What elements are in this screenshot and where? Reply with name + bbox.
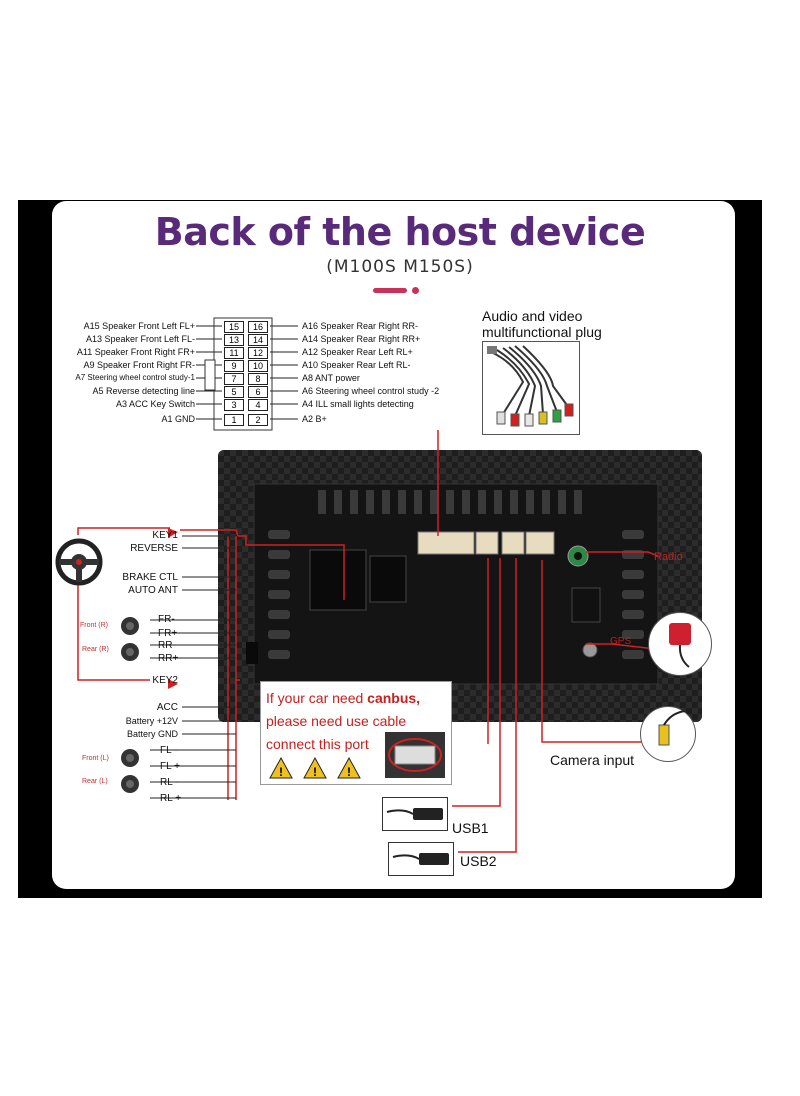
usb2-image [388, 842, 454, 876]
wire-key2: KEY2 [152, 675, 178, 686]
wire-battery-12v: Battery +12V [125, 716, 178, 726]
radio-label: Radio [654, 551, 683, 563]
pin-label-a4: A4 ILL small lights detecting [302, 399, 414, 409]
pin-7: 7 [224, 373, 244, 385]
harness-connector: 15 16 13 14 11 12 9 10 7 8 5 6 3 4 1 2 [222, 320, 272, 428]
pin-label-a12: A12 Speaker Rear Left RL+ [302, 347, 413, 357]
canbus-port-icon [385, 732, 445, 778]
canbus-line2: please need use cable [266, 713, 407, 729]
pin-label-a1: A1 GND [161, 414, 195, 424]
svg-text:!: ! [313, 765, 317, 779]
pin-label-a2: A2 B+ [302, 414, 327, 424]
av-plug-title-line1: Audio and video [482, 308, 583, 324]
speaker-tag-rear-l: Rear (L) [82, 778, 108, 785]
canbus-line3: connect this port [266, 736, 369, 752]
pin-3: 3 [224, 399, 244, 411]
svg-text:!: ! [347, 765, 351, 779]
wire-fr-minus: FR- [158, 614, 175, 625]
pin-label-a9: A9 Speaker Front Right FR- [83, 360, 195, 370]
page-title: Back of the host device [154, 210, 646, 254]
divider-dot [412, 287, 419, 294]
pin-label-a6: A6 Steering wheel control study -2 [302, 386, 440, 396]
camera-input-label: Camera input [550, 752, 635, 768]
head-unit-texture [218, 450, 702, 722]
usb-cable-icon [386, 808, 443, 820]
canbus-bold: canbus, [367, 690, 421, 706]
av-plug-title-line2: multifunctional plug [482, 324, 602, 340]
svg-text:!: ! [279, 765, 283, 779]
pin-label-a15: A15 Speaker Front Left FL+ [83, 321, 195, 331]
av-plug-image [482, 341, 580, 435]
wire-rr-minus: RR- [158, 640, 176, 651]
rca-cables-icon [487, 345, 574, 427]
warning-icons: ! ! ! [269, 756, 361, 779]
pin-label-a8: A8 ANT power [302, 373, 360, 383]
speaker-tag-rear-r: Rear (R) [82, 646, 109, 653]
pin-label-a3: A3 ACC Key Switch [115, 399, 195, 409]
wire-rr-plus: RR+ [158, 653, 179, 664]
pin-16: 16 [248, 321, 268, 333]
wire-fl-plus: FL + [160, 761, 180, 772]
wire-fr-plus: FR+ [158, 628, 178, 639]
speaker-tag-front-l: Front (L) [82, 755, 109, 762]
pin-14: 14 [248, 334, 268, 346]
wire-fl-minus: FL - [160, 745, 178, 756]
pin-2: 2 [248, 414, 268, 426]
av-plug-title: Audio and video multifunctional plug [482, 308, 602, 340]
usb1-image [382, 797, 448, 831]
pin-6: 6 [248, 386, 268, 398]
canbus-line1-text: If your car need [266, 690, 368, 706]
pin-label-a5: A5 Reverse detecting line [92, 386, 195, 396]
pin-label-a13: A13 Speaker Front Left FL- [85, 334, 195, 344]
speaker-icons-left [121, 749, 139, 793]
speaker-tag-front-r: Front (R) [80, 622, 108, 629]
wire-acc: ACC [156, 702, 178, 713]
model-subtitle: (M100S M150S) [326, 257, 474, 277]
wire-rl-minus: RL - [160, 777, 179, 788]
rca-yellow-icon [658, 710, 686, 746]
pin-9: 9 [224, 360, 244, 372]
pin-label-a11: A11 Speaker Front Right FR+ [76, 347, 195, 357]
pin-15: 15 [224, 321, 244, 333]
speaker-icons-right [121, 617, 139, 661]
wire-brake: BRAKE CTL [122, 572, 178, 583]
camera-plug-image [640, 706, 696, 762]
pin-11: 11 [224, 347, 244, 359]
pin-label-a16: A16 Speaker Rear Right RR- [302, 321, 419, 331]
gps-antenna-icon [669, 623, 691, 668]
head-unit-back [218, 450, 702, 722]
divider-dash [373, 288, 407, 293]
pin-8: 8 [248, 373, 268, 385]
wire-auto-ant: AUTO ANT [128, 585, 178, 596]
pin-13: 13 [224, 334, 244, 346]
wire-rl-plus: RL + [160, 793, 182, 804]
canbus-note-box: If your car need canbus, please need use… [260, 681, 452, 785]
pin-label-a14: A14 Speaker Rear Right RR+ [302, 334, 421, 344]
usb-cable-icon [392, 853, 449, 865]
steering-wheel-icon [55, 538, 103, 586]
pin-5: 5 [224, 386, 244, 398]
usb1-label: USB1 [452, 820, 489, 836]
gps-label: GPS [610, 636, 632, 647]
pin-label-a7: A7 Steering wheel control study-1 [75, 373, 195, 382]
pin-label-a10: A10 Speaker Rear Left RL- [302, 360, 411, 370]
wire-key1: KEY1 [152, 530, 178, 541]
pin-4: 4 [248, 399, 268, 411]
pin-12: 12 [248, 347, 268, 359]
pin-10: 10 [248, 360, 268, 372]
pin-1: 1 [224, 414, 244, 426]
usb2-label: USB2 [460, 853, 497, 869]
wire-reverse: REVERSE [130, 543, 178, 554]
gps-antenna-image [648, 612, 712, 676]
canbus-line1: If your car need canbus, [266, 690, 420, 706]
wire-battery-gnd: Battery GND [126, 729, 178, 739]
